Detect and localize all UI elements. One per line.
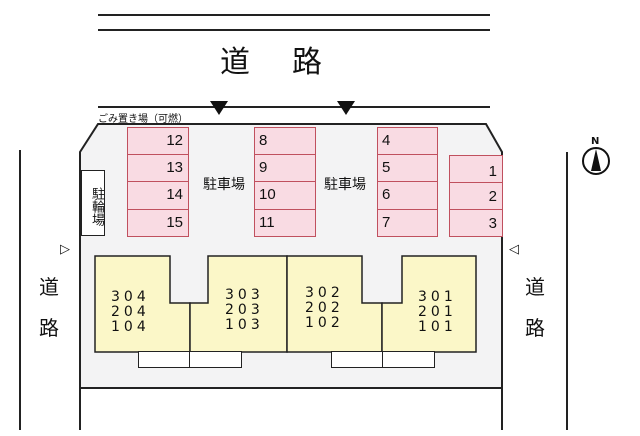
parking-space-12[interactable]: 12	[127, 127, 189, 155]
parking-space-11[interactable]: 11	[254, 209, 316, 237]
parking-space-13[interactable]: 13	[127, 154, 189, 182]
parking-space-10[interactable]: 10	[254, 181, 316, 210]
unit-103-stack[interactable]: 303 203 103	[225, 287, 264, 333]
parking-space-8[interactable]: 8	[254, 127, 316, 155]
driveway-arrow-icon	[210, 101, 228, 115]
west-road-label-1: 道	[39, 275, 59, 299]
entrance-marker-west-icon: ▷	[60, 242, 70, 257]
parking-space-6[interactable]: 6	[377, 181, 438, 210]
parking-area-label: 駐車場	[203, 177, 245, 193]
parking-space-15[interactable]: 15	[127, 209, 189, 237]
porch-103	[189, 351, 242, 368]
garbage-area-label: ごみ置き場（可燃）	[98, 114, 188, 125]
compass: N	[581, 136, 611, 176]
east-road-label-2: 路	[525, 316, 545, 340]
north-road-label: 道 路	[220, 45, 328, 80]
unit-104-stack[interactable]: 304 204 104	[111, 289, 150, 335]
parking-space-14[interactable]: 14	[127, 181, 189, 210]
parking-space-2[interactable]: 2	[449, 182, 503, 210]
bicycle-parking: 駐輪場	[81, 170, 105, 236]
unit-101-stack[interactable]: 301 201 101	[418, 289, 457, 335]
north-arrow-icon	[582, 147, 610, 175]
parking-space-7[interactable]: 7	[377, 209, 438, 237]
porch-102	[331, 351, 384, 368]
parking-space-1[interactable]: 1	[449, 155, 503, 183]
north-road-edge-mid	[98, 29, 490, 31]
driveway-arrow-icon	[337, 101, 355, 115]
unit-102-stack[interactable]: 302 202 102	[305, 285, 344, 331]
parking-space-3[interactable]: 3	[449, 209, 503, 237]
north-road-edge-bottom	[98, 106, 490, 108]
east-road-label-1: 道	[525, 275, 545, 299]
porch-104	[138, 351, 191, 368]
parking-space-4[interactable]: 4	[377, 127, 438, 155]
parking-space-5[interactable]: 5	[377, 154, 438, 182]
porch-101	[382, 351, 435, 368]
north-road-edge-top	[98, 14, 490, 16]
entrance-marker-east-icon: ◁	[509, 242, 519, 257]
parking-area-label: 駐車場	[324, 177, 366, 193]
parking-space-9[interactable]: 9	[254, 154, 316, 182]
compass-north-label: N	[591, 136, 600, 147]
west-road-label-2: 路	[39, 316, 59, 340]
